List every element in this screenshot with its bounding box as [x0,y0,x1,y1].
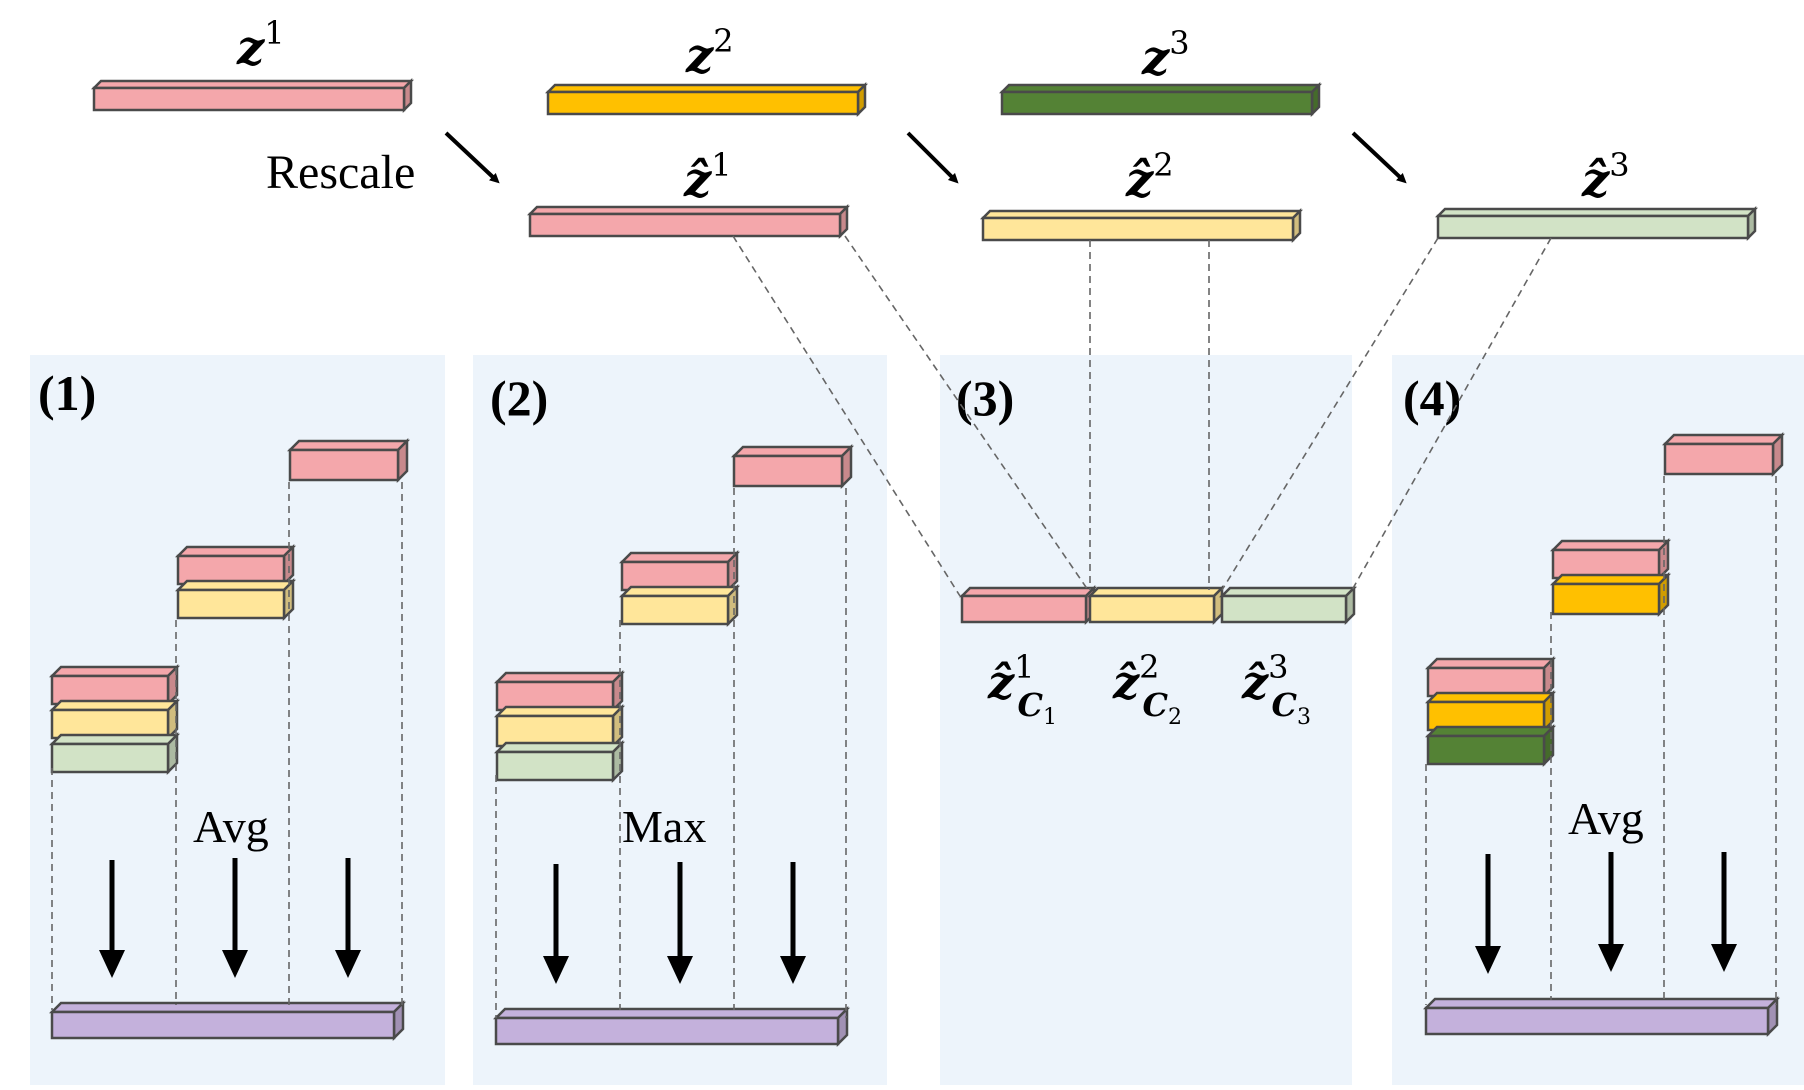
zhat3-label: ẑ3 [1581,146,1630,208]
rescale-label: Rescale [266,146,415,199]
panel-1-arrow-1-head [99,950,125,978]
panel-2-arrow-1-head [543,956,569,984]
panel-2-block-c1 [730,443,855,490]
panel-2-block-b2 [618,583,741,628]
panel-4-arrow-2-head [1598,944,1624,972]
panel-4-op-label: Avg [1568,793,1644,844]
panel-4-label: (4) [1403,370,1461,426]
panel-1-label: (1) [38,365,96,421]
zhat1-left-guide [732,235,961,597]
panel-4-block-a1 [1424,655,1557,700]
panel-2-block-b1 [618,549,741,594]
panel-2-arrow-2-head [667,956,693,984]
panel-1-block-b1 [174,543,297,588]
zhat3-vector [1434,205,1759,242]
panel-1-block-a2 [48,697,181,742]
panel-1-block-b2 [174,577,297,622]
pooling-arrows [99,852,1737,984]
z3-label: z3 [1141,24,1190,86]
vector-bars [48,77,1786,1048]
panel-1-output [48,999,407,1042]
panel-1-op-label: Avg [193,801,269,852]
panel-1-block-a3 [48,731,181,776]
z1-label: z1 [236,14,285,76]
panel-2-label: (2) [490,370,548,426]
panel-4-block-a2 [1424,689,1557,734]
rescale-arrow-2 [906,131,959,184]
panel-2-block-a3 [493,739,626,784]
panel-4-block-b2 [1549,571,1672,618]
panel-4-output [1422,995,1781,1038]
zhat3-right-guide [1351,237,1552,591]
panel-4-arrow-1-head [1475,946,1501,974]
panel-1-block-c1 [286,437,411,484]
panel-2-arrow-3-head [780,956,806,984]
panel-2-op-label: Max [622,801,706,852]
dashed-guides [51,235,1777,1018]
concat-segment-2 [1086,584,1226,626]
panel-2-block-a1 [493,669,626,714]
panel-3-label: (3) [956,370,1014,426]
zhat2-label: ẑ2 [1125,146,1174,208]
panel-4-block-c1 [1661,431,1786,478]
zhat1-vector [526,203,851,240]
panel-1-arrow-3-head [335,950,361,978]
panel-3-background [940,355,1352,1085]
z2-vector [544,81,869,118]
panel-4-block-a3 [1424,723,1557,768]
rescale-arrow-3 [1351,131,1407,184]
z1-vector [90,77,415,114]
panel-2-block-a2 [493,703,626,750]
z3-vector [998,81,1323,118]
zhat2-vector [979,207,1304,244]
panel-4-arrow-3-head [1711,944,1737,972]
panel-4-block-b1 [1549,537,1672,582]
panel-1-block-a1 [48,663,181,708]
panel-2-output [492,1005,851,1048]
concat-segment-3 [1218,584,1358,626]
z2-label: z2 [685,22,734,84]
panel-1-arrow-2-head [222,950,248,978]
zhat1-label: ẑ1 [683,146,732,208]
concat-segment-1 [958,584,1098,626]
rescale-arrow-1 [444,131,500,184]
zhat3-left-guide [1221,237,1439,591]
